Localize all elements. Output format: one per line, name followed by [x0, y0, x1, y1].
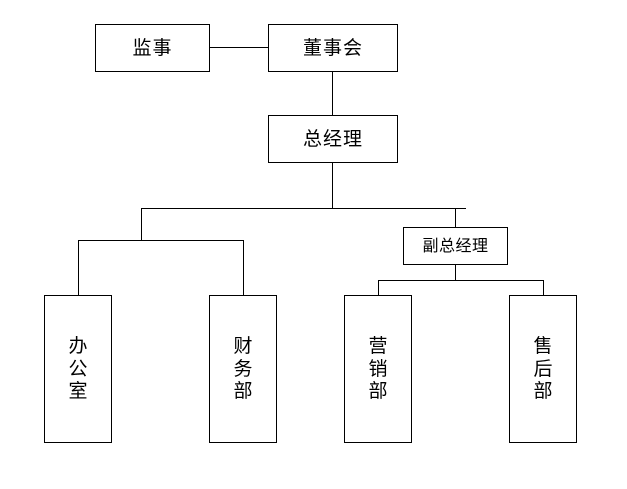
org-node-label-supervisor: 监事	[132, 36, 173, 59]
connector-finance-drop	[243, 240, 244, 295]
org-node-deputy-gm[interactable]: 副总经理	[403, 227, 508, 265]
connector-marketing-drop	[378, 280, 379, 295]
org-node-board[interactable]: 董事会	[268, 24, 398, 72]
connector-after-sales-drop	[543, 280, 544, 295]
org-node-marketing[interactable]: 营 销 部	[344, 295, 412, 443]
org-node-label-after-sales: 售 后 部	[533, 335, 553, 403]
connector-office-drop	[78, 240, 79, 295]
org-node-gm[interactable]: 总经理	[268, 115, 398, 163]
connector-bus-to-deputy	[455, 208, 456, 227]
org-node-finance[interactable]: 财 务 部	[209, 295, 277, 443]
connector-bus-to-office	[141, 208, 142, 240]
connector-bus-horizontal	[141, 208, 466, 209]
connector-office-branch-h	[78, 240, 243, 241]
org-node-label-board: 董事会	[302, 36, 363, 59]
connector-gm-drop	[332, 163, 333, 209]
org-node-label-marketing: 营 销 部	[368, 335, 388, 403]
connector-board-gm	[332, 72, 333, 115]
org-node-supervisor[interactable]: 监事	[95, 24, 210, 72]
org-node-label-office: 办 公 室	[68, 335, 88, 403]
connector-deputy-drop	[455, 265, 456, 280]
org-node-label-deputy-gm: 副总经理	[422, 235, 489, 255]
org-node-office[interactable]: 办 公 室	[44, 295, 112, 443]
org-node-label-gm: 总经理	[302, 127, 363, 150]
org-node-label-finance: 财 务 部	[233, 335, 253, 403]
connector-supervisor-board	[210, 47, 268, 48]
org-node-after-sales[interactable]: 售 后 部	[509, 295, 577, 443]
connector-deputy-branch-h	[378, 280, 543, 281]
